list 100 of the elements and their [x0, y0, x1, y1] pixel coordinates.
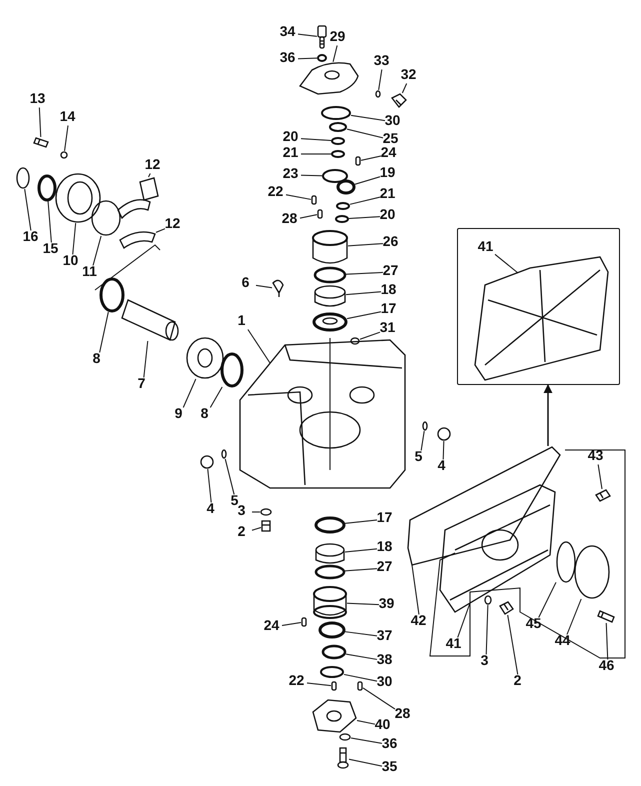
cylindrical-bearing-part: [313, 586, 347, 619]
callout-number: 41: [476, 239, 494, 253]
callout-number: 8: [88, 351, 106, 365]
ring-part: [221, 449, 227, 459]
seal-part: [38, 174, 56, 202]
ring-part: [331, 150, 345, 158]
leader-line: [99, 312, 109, 353]
leader-line: [344, 631, 378, 636]
leader-line: [148, 173, 151, 178]
plug-part: [391, 93, 407, 108]
leader-line: [350, 738, 382, 744]
leader-line: [598, 464, 602, 490]
ring-part: [336, 202, 350, 210]
drain-plug-part: [261, 520, 271, 532]
nut-part: [322, 169, 348, 183]
leader-line: [360, 155, 382, 161]
callout-number: 7: [132, 376, 150, 390]
callout-number: 11: [80, 264, 98, 278]
pin-part: [317, 209, 323, 219]
ball-bearing-part: [100, 278, 124, 312]
leader-line: [348, 216, 380, 220]
callout-number: 28: [280, 211, 298, 225]
bushing-part: [336, 180, 356, 194]
sleeve-part: [314, 285, 346, 307]
ball-bearing-part: [220, 352, 244, 388]
callout-number: 13: [28, 91, 46, 105]
leader-line: [252, 527, 262, 531]
callout-number: 8: [196, 406, 214, 420]
leader-line: [606, 622, 608, 660]
callout-number: 20: [282, 129, 300, 143]
gearbox-housing-part: [239, 339, 406, 489]
bearing-cage-part: [55, 173, 101, 223]
pin-part: [355, 156, 361, 166]
callout-number: 36: [278, 50, 296, 64]
tapered-bearing-part: [312, 312, 348, 332]
callout-number: 39: [378, 596, 396, 610]
callout-number: 4: [432, 458, 450, 472]
ring-part: [350, 337, 360, 345]
leader-line: [350, 196, 380, 205]
leader-line: [300, 138, 332, 142]
cover-plate-part: [312, 699, 357, 733]
cover-plate-part: [574, 545, 610, 599]
bolt-part: [33, 137, 49, 148]
callout-number: 23: [282, 166, 300, 180]
callout-number: 19: [378, 165, 396, 179]
leader-line: [346, 311, 382, 320]
pin-part: [311, 195, 317, 205]
leader-line: [346, 128, 384, 138]
ring-part: [484, 595, 492, 605]
ring-part: [91, 200, 121, 236]
leader-line: [346, 272, 384, 275]
callout-number: 9: [170, 406, 188, 420]
leader-line: [566, 598, 582, 635]
leader-line: [348, 243, 384, 246]
callout-number: 12: [144, 157, 162, 171]
leader-line: [182, 378, 196, 408]
callout-number: 43: [586, 448, 604, 462]
leader-line: [306, 682, 332, 686]
tapered-bearing-part: [314, 516, 346, 534]
inset-frame: [457, 228, 620, 385]
splined-shaft-part: [121, 299, 179, 341]
leader-line: [24, 188, 32, 231]
leader-line: [494, 254, 518, 274]
leader-line: [344, 674, 378, 682]
leader-line: [298, 34, 318, 37]
callout-number: 1: [232, 313, 250, 327]
drain-plug-part: [200, 455, 214, 469]
callout-number: 3: [476, 653, 494, 667]
leader-line: [402, 83, 408, 94]
ring-part: [260, 508, 272, 516]
leader-line: [486, 604, 488, 655]
gear-part: [186, 337, 224, 379]
leader-line: [38, 107, 42, 138]
callout-number: 27: [376, 559, 394, 573]
callout-number: 25: [382, 131, 400, 145]
leader-line: [92, 236, 102, 266]
callout-number: 20: [378, 207, 396, 221]
bushing-part: [318, 622, 346, 638]
seal-part: [322, 644, 346, 660]
callout-number: 32: [400, 67, 418, 81]
leader-line: [346, 654, 378, 660]
leader-line: [224, 458, 235, 495]
callout-number: 26: [382, 234, 400, 248]
callout-number: 12: [164, 216, 182, 230]
leader-line: [256, 284, 272, 288]
callout-number: 18: [380, 282, 398, 296]
leader-line: [210, 386, 223, 408]
callout-number: 21: [282, 145, 300, 159]
leader-line: [344, 568, 378, 572]
ring-part: [314, 266, 346, 284]
callout-number: 27: [382, 263, 400, 277]
breather-part: [272, 280, 284, 298]
leader-line: [286, 194, 312, 200]
callout-number: 17: [376, 510, 394, 524]
callout-number: 22: [288, 673, 306, 687]
leader-line: [378, 69, 382, 90]
cylindrical-bearing-part: [312, 230, 348, 264]
leader-line: [350, 114, 386, 122]
callout-number: 31: [378, 320, 396, 334]
callout-number: 21: [378, 186, 396, 200]
